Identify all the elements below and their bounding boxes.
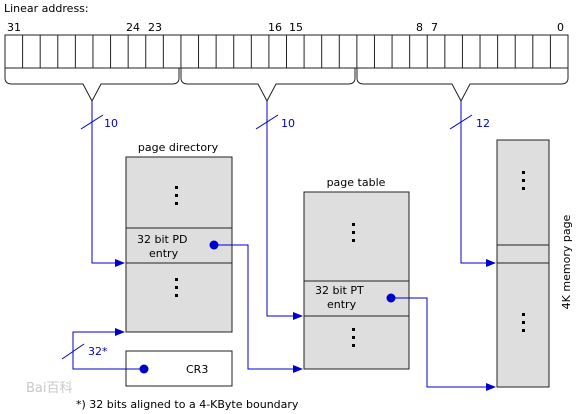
memory-page-label: 4K memory page bbox=[560, 214, 573, 309]
pd-entry-line2: entry bbox=[149, 247, 179, 260]
directory-width-label: 10 bbox=[104, 117, 118, 130]
dir-index-arrow bbox=[91, 101, 125, 267]
connector-dots bbox=[139, 240, 396, 374]
mem-ellipsis-bottom bbox=[522, 313, 525, 332]
pd-entry-dot bbox=[209, 240, 219, 250]
footnote: *) 32 bits aligned to a 4-KByte boundary bbox=[76, 398, 299, 411]
page-table-title: page table bbox=[327, 176, 386, 189]
pt-ellipsis-bottom bbox=[352, 328, 355, 347]
pt-entry-to-page-arrow bbox=[391, 297, 496, 391]
page-directory: page directory 32 bit PD entry bbox=[125, 141, 233, 333]
table-width-label: 10 bbox=[281, 117, 295, 130]
cr3-to-directory-arrow bbox=[72, 328, 144, 370]
pt-entry-line1: 32 bit PT bbox=[315, 284, 364, 297]
bit-label-0: 0 bbox=[557, 21, 564, 34]
cr3-dot bbox=[139, 364, 149, 374]
table-brace bbox=[180, 68, 356, 103]
connectors bbox=[72, 101, 496, 391]
pt-entry-dot bbox=[386, 293, 396, 303]
memory-page: 4K memory page bbox=[496, 139, 573, 388]
table-index-arrow bbox=[266, 101, 303, 320]
linear-address-label: Linear address: bbox=[4, 2, 89, 15]
page-table: page table 32 bit PT entry bbox=[303, 176, 410, 370]
bit-label-8: 8 bbox=[416, 21, 423, 34]
page-directory-title: page directory bbox=[138, 141, 219, 154]
offset-arrow bbox=[460, 101, 496, 267]
width-slashes bbox=[61, 114, 473, 360]
pt-ellipsis-top bbox=[352, 223, 355, 242]
cr3-label: CR3 bbox=[186, 363, 208, 376]
linear-address-register bbox=[4, 34, 569, 69]
bit-labels: 31 24 23 16 15 8 7 0 bbox=[7, 21, 564, 34]
mem-ellipsis-top bbox=[522, 171, 525, 190]
pd-ellipsis-bottom bbox=[175, 278, 178, 297]
bit-label-16: 16 bbox=[268, 21, 282, 34]
pt-entry-line2: entry bbox=[327, 298, 357, 311]
bit-label-24: 24 bbox=[126, 21, 140, 34]
bit-label-7: 7 bbox=[431, 21, 438, 34]
bit-label-31: 31 bbox=[7, 21, 21, 34]
cr3-width-label: 32* bbox=[88, 345, 108, 358]
pd-entry-line1: 32 bit PD bbox=[137, 233, 187, 246]
directory-brace bbox=[4, 68, 180, 103]
offset-brace bbox=[356, 68, 569, 103]
offset-width-label: 12 bbox=[476, 117, 490, 130]
memory-page-row bbox=[496, 244, 550, 264]
bit-label-23: 23 bbox=[148, 21, 162, 34]
pd-entry-to-table-arrow bbox=[214, 244, 303, 373]
pd-ellipsis-top bbox=[175, 186, 178, 205]
bit-label-15: 15 bbox=[289, 21, 303, 34]
field-braces bbox=[4, 68, 569, 103]
watermark: Bai百科 bbox=[26, 381, 73, 396]
